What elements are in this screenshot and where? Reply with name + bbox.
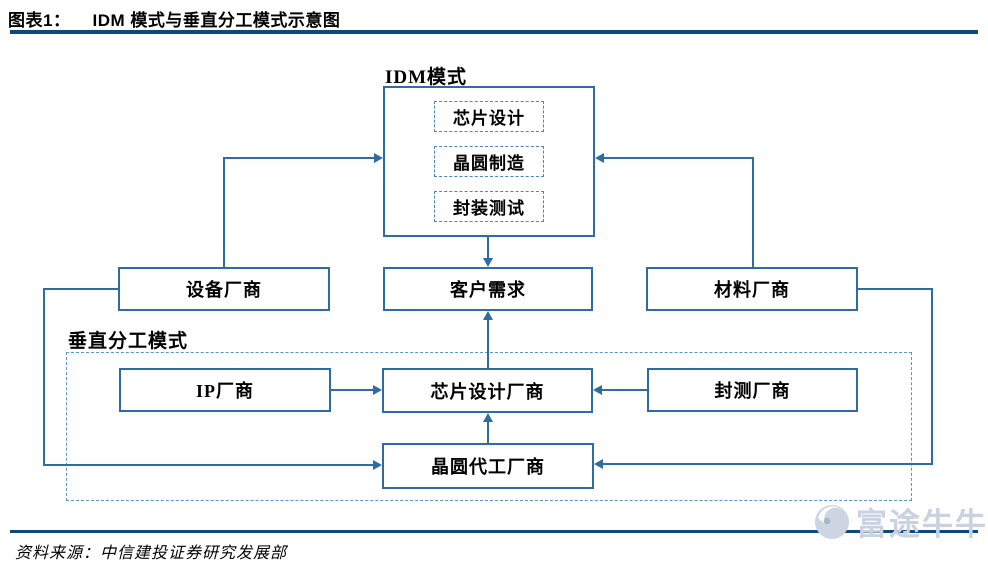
connector-chipdesign-to-customer bbox=[487, 320, 489, 368]
arrowhead-into-foundry-right bbox=[594, 459, 603, 469]
connector-idm-to-customer bbox=[487, 237, 489, 258]
arrowhead-into-customer-bottom bbox=[483, 311, 493, 320]
idm-step-package-test: 封装测试 bbox=[434, 191, 544, 222]
idm-step-chip-design: 芯片设计 bbox=[434, 101, 544, 132]
vertical-mode-label: 垂直分工模式 bbox=[68, 331, 189, 352]
figure-title: 图表1： IDM 模式与垂直分工模式示意图 bbox=[8, 6, 340, 31]
connector-foundry-to-chipdesign bbox=[487, 422, 489, 443]
connector-material-to-foundry bbox=[603, 463, 933, 465]
connector-material-right-horizontal bbox=[858, 288, 933, 290]
arrowhead-into-chipdesign-left bbox=[373, 385, 382, 395]
arrowhead-into-idm-left bbox=[374, 153, 383, 163]
arrowhead-into-idm-right bbox=[595, 153, 604, 163]
figure-caption: IDM 模式与垂直分工模式示意图 bbox=[92, 11, 341, 30]
arrowhead-into-chipdesign-right bbox=[593, 385, 602, 395]
watermark-text: 富途牛牛 bbox=[856, 506, 988, 542]
arrowhead-into-foundry-left bbox=[373, 460, 382, 470]
connector-equipment-to-idm-vertical bbox=[223, 157, 225, 267]
arrowhead-into-customer-top bbox=[483, 258, 493, 267]
arrowhead-into-chipdesign-bottom bbox=[483, 413, 493, 422]
connector-equipment-left-horizontal bbox=[43, 288, 118, 290]
figure-number: 图表1： bbox=[8, 11, 71, 30]
connector-packtest-to-chipdesign bbox=[602, 389, 647, 391]
connector-ip-to-chipdesign bbox=[331, 389, 374, 391]
foundry-vendor-box: 晶圆代工厂商 bbox=[382, 443, 594, 489]
connector-equipment-to-idm-horizontal bbox=[223, 157, 374, 159]
material-vendor-box: 材料厂商 bbox=[646, 267, 858, 311]
footer-rule bbox=[10, 530, 978, 533]
source-note: 资料来源：中信建投证券研究发展部 bbox=[15, 545, 288, 562]
chip-design-vendor-box: 芯片设计厂商 bbox=[382, 368, 593, 413]
vertical-mode-container bbox=[66, 352, 912, 501]
watermark: 富途牛牛 bbox=[814, 504, 988, 545]
futu-logo-icon bbox=[814, 504, 850, 545]
customer-demand-box: 客户需求 bbox=[383, 267, 593, 311]
connector-material-to-idm-horizontal bbox=[604, 157, 754, 159]
idm-step-wafer-fab: 晶圆制造 bbox=[434, 146, 544, 177]
connector-material-to-idm-vertical bbox=[752, 157, 754, 267]
connector-material-right-vertical bbox=[931, 288, 933, 465]
connector-equipment-left-vertical bbox=[43, 288, 45, 465]
equipment-vendor-box: 设备厂商 bbox=[118, 267, 330, 311]
connector-equipment-to-foundry bbox=[43, 464, 374, 466]
packaging-test-vendor-box: 封测厂商 bbox=[647, 368, 858, 412]
idm-mode-label: IDM模式 bbox=[385, 67, 468, 88]
ip-vendor-box: IP厂商 bbox=[119, 368, 331, 412]
header-rule bbox=[10, 30, 978, 34]
